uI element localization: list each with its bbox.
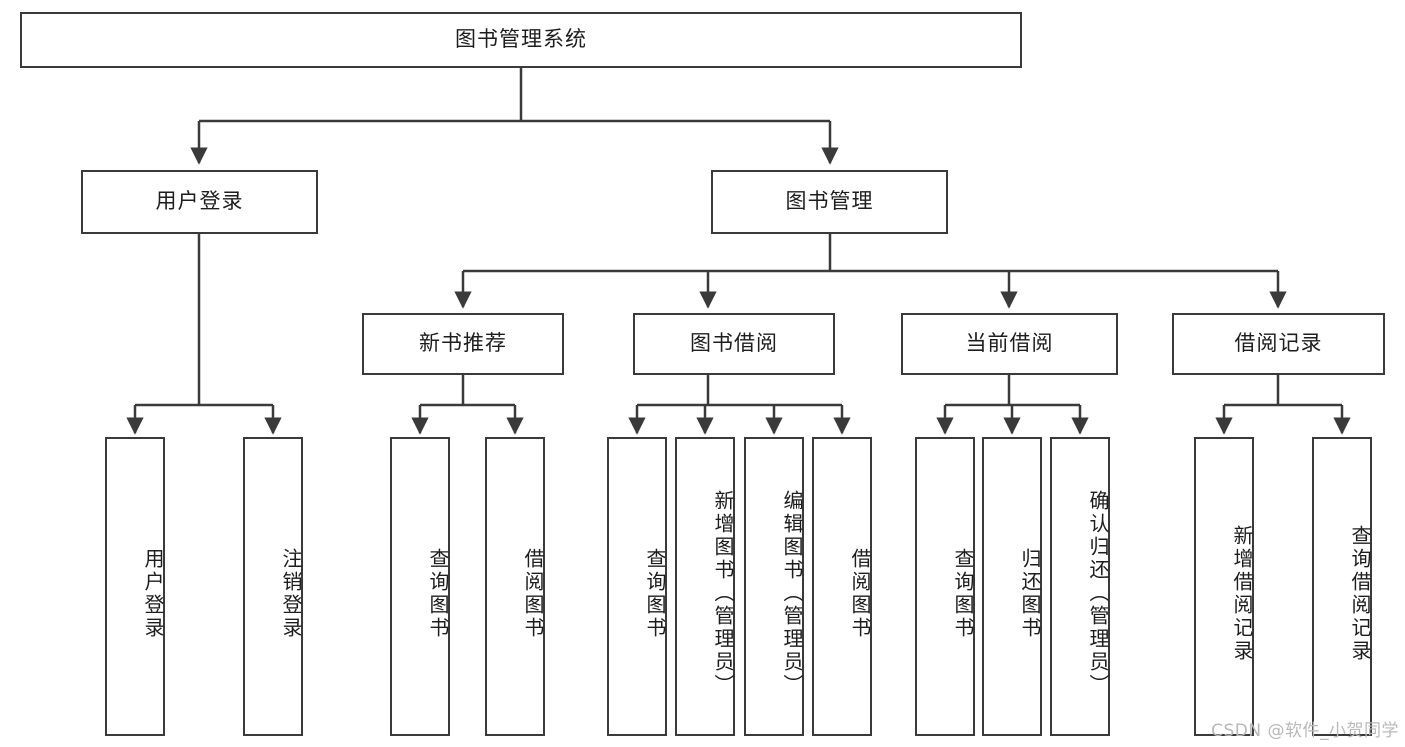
node-leaf-edit-book-label: 编辑图书（管理员） <box>780 490 804 697</box>
node-current-borrow-label: 当前借阅 <box>965 331 1054 356</box>
node-leaf-logout[interactable]: 注销登录 <box>243 437 303 736</box>
node-user-login[interactable]: 用户登录 <box>81 170 318 234</box>
node-leaf-logout-label: 注销登录 <box>279 547 303 640</box>
node-root-label: 图书管理系统 <box>455 27 587 52</box>
node-leaf-user-login[interactable]: 用户登录 <box>105 437 165 736</box>
node-leaf-add-book-label: 新增图书（管理员） <box>711 490 735 697</box>
node-leaf-borrow-book-1-label: 借阅图书 <box>521 547 545 640</box>
node-leaf-return-book-label: 归还图书 <box>1018 547 1042 640</box>
node-leaf-confirm-return-label: 确认归还（管理员） <box>1086 490 1110 697</box>
node-borrow-record[interactable]: 借阅记录 <box>1172 313 1385 375</box>
node-leaf-edit-book[interactable]: 编辑图书（管理员） <box>744 437 804 736</box>
node-leaf-borrow-book-2[interactable]: 借阅图书 <box>812 437 872 736</box>
node-current-borrow[interactable]: 当前借阅 <box>901 313 1118 375</box>
node-new-book-recommend[interactable]: 新书推荐 <box>362 313 564 375</box>
node-user-login-label: 用户登录 <box>155 189 244 214</box>
node-leaf-add-record[interactable]: 新增借阅记录 <box>1194 437 1254 736</box>
node-book-manage[interactable]: 图书管理 <box>711 170 948 234</box>
node-leaf-user-login-label: 用户登录 <box>141 547 165 640</box>
node-borrow-record-label: 借阅记录 <box>1234 331 1323 356</box>
node-leaf-borrow-book-2-label: 借阅图书 <box>848 547 872 640</box>
node-leaf-borrow-book-1[interactable]: 借阅图书 <box>485 437 545 736</box>
node-new-book-recommend-label: 新书推荐 <box>419 331 507 356</box>
node-leaf-confirm-return[interactable]: 确认归还（管理员） <box>1050 437 1110 736</box>
node-leaf-query-book-1-label: 查询图书 <box>426 547 450 640</box>
node-leaf-query-book-2[interactable]: 查询图书 <box>607 437 667 736</box>
watermark: CSDN @软件_小贺同学 <box>1211 721 1399 741</box>
node-leaf-query-book-1[interactable]: 查询图书 <box>390 437 450 736</box>
node-leaf-return-book[interactable]: 归还图书 <box>982 437 1042 736</box>
node-leaf-add-book[interactable]: 新增图书（管理员） <box>675 437 735 736</box>
node-book-borrow[interactable]: 图书借阅 <box>633 313 835 375</box>
node-root[interactable]: 图书管理系统 <box>20 12 1022 68</box>
node-leaf-query-book-3[interactable]: 查询图书 <box>915 437 975 736</box>
node-leaf-query-book-3-label: 查询图书 <box>951 547 975 640</box>
node-leaf-query-record[interactable]: 查询借阅记录 <box>1312 437 1372 736</box>
node-leaf-add-record-label: 新增借阅记录 <box>1230 524 1254 663</box>
node-book-manage-label: 图书管理 <box>785 189 874 214</box>
node-book-borrow-label: 图书借阅 <box>690 331 778 356</box>
node-leaf-query-record-label: 查询借阅记录 <box>1348 524 1372 663</box>
node-leaf-query-book-2-label: 查询图书 <box>643 547 667 640</box>
